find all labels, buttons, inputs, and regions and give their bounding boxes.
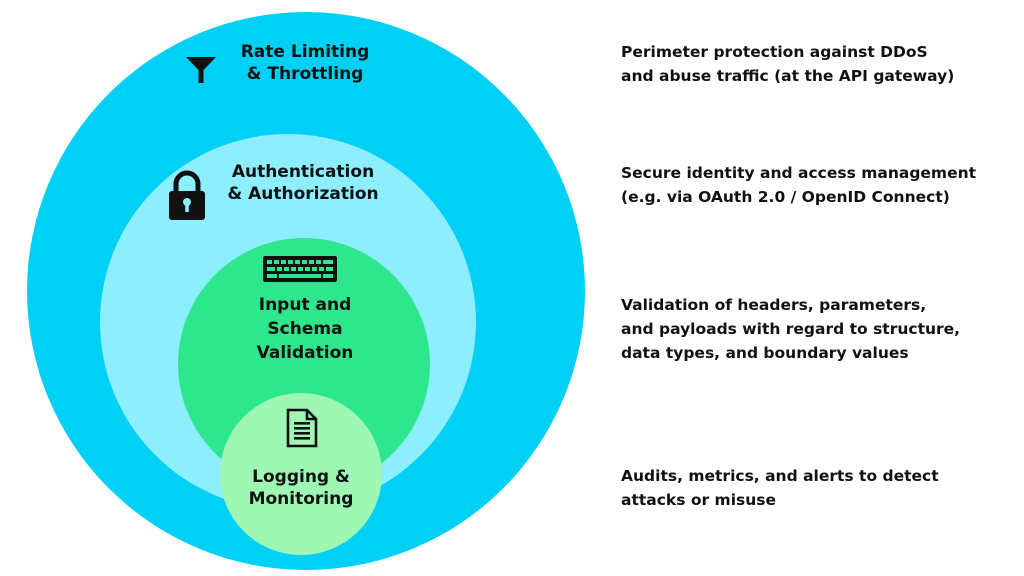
logging-circle [220, 393, 382, 555]
document-icon [286, 408, 318, 448]
keyboard-icon [263, 256, 337, 282]
input-validation-description: Validation of headers, parameters, and p… [621, 293, 1021, 365]
input-validation-label-line: Input and [258, 295, 352, 315]
logging-description: Audits, metrics, and alerts to detect at… [621, 464, 1021, 512]
description-line: data types, and boundary values [621, 344, 909, 362]
description-line: Validation of headers, parameters, [621, 296, 927, 314]
authentication-label-line: & Authorization [227, 184, 379, 204]
funnel-icon [185, 54, 217, 86]
rate-limiting-label-line: Rate Limiting [240, 42, 370, 62]
logging-label-line: Logging & [252, 467, 350, 487]
description-line: attacks or misuse [621, 491, 777, 509]
rate-limiting-label: Rate Limiting & Throttling [220, 41, 390, 85]
rate-limiting-description: Perimeter protection against DDoS and ab… [621, 40, 1021, 88]
input-validation-label: Input and Schema Validation [220, 293, 390, 365]
description-line: (e.g. via OAuth 2.0 / OpenID Connect) [621, 188, 950, 206]
input-validation-label-line: Validation [256, 343, 354, 363]
authentication-label-line: Authentication [231, 162, 375, 182]
description-line: Audits, metrics, and alerts to detect [621, 467, 939, 485]
description-line: and payloads with regard to structure, [621, 320, 961, 338]
lock-icon [167, 170, 207, 222]
logging-label: Logging & Monitoring [220, 466, 382, 510]
description-line: and abuse traffic (at the API gateway) [621, 67, 955, 85]
description-line: Perimeter protection against DDoS [621, 43, 928, 61]
authentication-description: Secure identity and access management (e… [621, 161, 1021, 209]
authentication-label: Authentication & Authorization [208, 161, 398, 205]
description-line: Secure identity and access management [621, 164, 977, 182]
input-validation-label-line: Schema [267, 319, 343, 339]
rate-limiting-label-line: & Throttling [246, 64, 364, 84]
logging-label-line: Monitoring [248, 489, 354, 509]
